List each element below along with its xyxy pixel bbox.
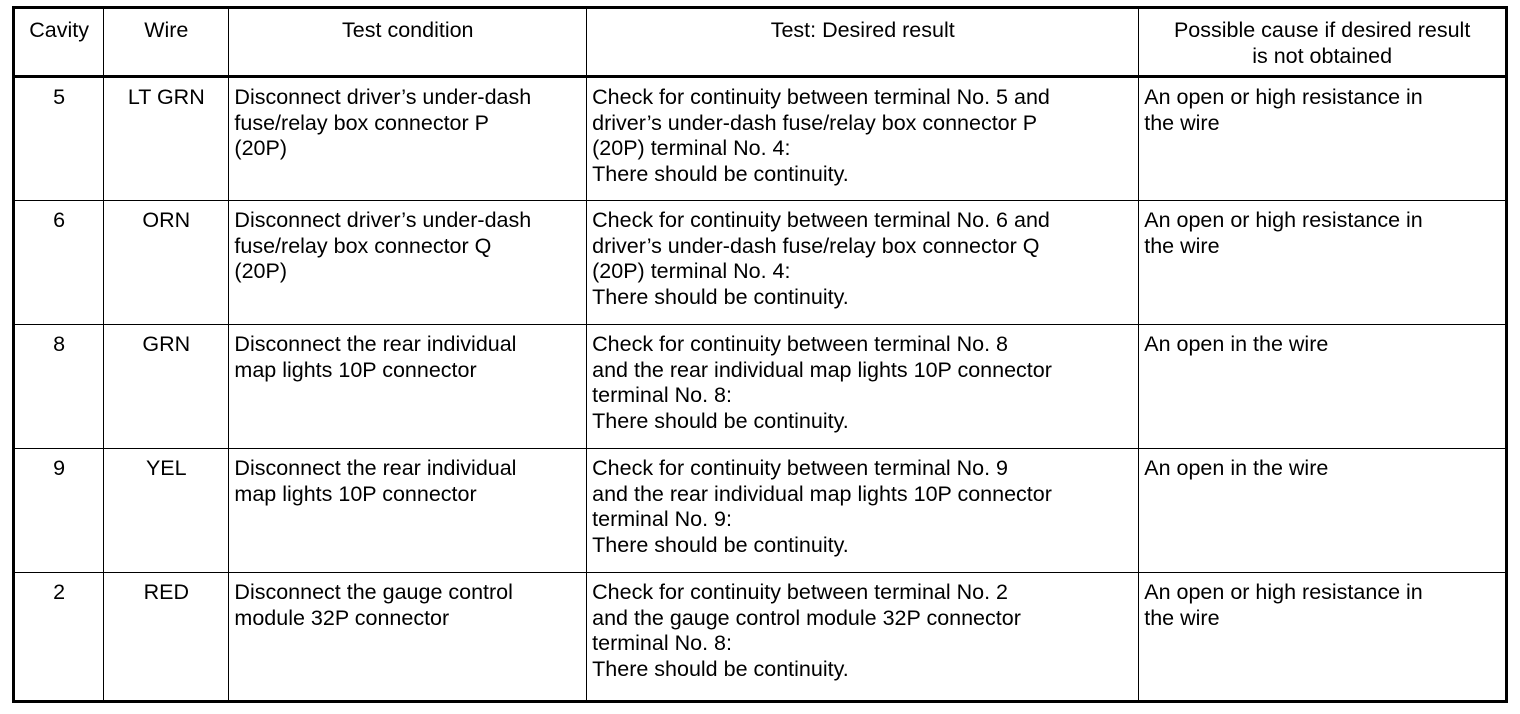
table-row: 9 YEL Disconnect the rear individual map… — [12, 448, 1507, 573]
table-body: 5 LT GRN Disconnect driver’s under-dash … — [12, 76, 1507, 702]
cavity-value: 5 — [53, 85, 66, 109]
possible-cause-text: An open or high resistance in the wire — [1144, 580, 1423, 630]
possible-cause-text: An open or high resistance in the wire — [1144, 85, 1423, 135]
wire-value: LT GRN — [127, 85, 205, 109]
cell-cavity: 5 — [12, 76, 105, 201]
test-condition-text: Disconnect driver’s under-dash fuse/rela… — [234, 85, 532, 160]
column-header-possible-cause-label: Possible cause if desired result is not … — [1173, 18, 1471, 68]
column-header-wire: Wire — [103, 7, 230, 78]
test-condition-text: Disconnect the gauge control module 32P … — [234, 580, 513, 630]
wire-value: GRN — [142, 332, 191, 356]
cavity-value: 6 — [53, 208, 66, 232]
header-row: Cavity Wire Test condition Test: Desired… — [12, 7, 1507, 78]
cell-possible-cause: An open in the wire — [1138, 448, 1507, 573]
cell-wire: ORN — [103, 200, 230, 325]
cell-test-desired-result: Check for continuity between terminal No… — [586, 200, 1140, 325]
cell-cavity: 6 — [12, 200, 105, 325]
wire-value: ORN — [142, 208, 191, 232]
cell-wire: LT GRN — [103, 76, 230, 201]
cell-possible-cause: An open or high resistance in the wire — [1138, 572, 1507, 702]
cell-possible-cause: An open or high resistance in the wire — [1138, 200, 1507, 325]
column-header-test-desired-result: Test: Desired result — [586, 7, 1140, 78]
cell-wire: GRN — [103, 324, 230, 449]
column-header-cavity-label: Cavity — [29, 18, 89, 42]
cell-possible-cause: An open in the wire — [1138, 324, 1507, 449]
cell-possible-cause: An open or high resistance in the wire — [1138, 76, 1507, 201]
cell-test-condition: Disconnect the rear individual map light… — [228, 324, 588, 449]
cell-wire: RED — [103, 572, 230, 702]
cell-test-condition: Disconnect the gauge control module 32P … — [228, 572, 588, 702]
cell-cavity: 8 — [12, 324, 105, 449]
cell-test-desired-result: Check for continuity between terminal No… — [586, 572, 1140, 702]
test-desired-result-text: Check for continuity between terminal No… — [592, 332, 1052, 433]
test-condition-text: Disconnect the rear individual map light… — [234, 456, 517, 506]
cavity-value: 9 — [53, 456, 66, 480]
table-header: Cavity Wire Test condition Test: Desired… — [12, 7, 1507, 78]
cell-cavity: 2 — [12, 572, 105, 702]
table-row: 6 ORN Disconnect driver’s under-dash fus… — [12, 200, 1507, 325]
possible-cause-text: An open or high resistance in the wire — [1144, 208, 1423, 258]
cell-test-condition: Disconnect driver’s under-dash fuse/rela… — [228, 76, 588, 201]
column-header-test-condition: Test condition — [228, 7, 588, 78]
cell-test-condition: Disconnect driver’s under-dash fuse/rela… — [228, 200, 588, 325]
cell-wire: YEL — [103, 448, 230, 573]
cell-cavity: 9 — [12, 448, 105, 573]
possible-cause-text: An open in the wire — [1144, 456, 1329, 480]
test-condition-text: Disconnect the rear individual map light… — [234, 332, 517, 382]
table-row: 8 GRN Disconnect the rear individual map… — [12, 324, 1507, 449]
wire-value: RED — [143, 580, 189, 604]
test-desired-result-text: Check for continuity between terminal No… — [592, 85, 1050, 186]
possible-cause-text: An open in the wire — [1144, 332, 1329, 356]
column-header-possible-cause: Possible cause if desired result is not … — [1138, 7, 1507, 78]
test-condition-text: Disconnect driver’s under-dash fuse/rela… — [234, 208, 532, 283]
table-row: 5 LT GRN Disconnect driver’s under-dash … — [12, 76, 1507, 201]
column-header-test-desired-result-label: Test: Desired result — [770, 18, 955, 42]
column-header-wire-label: Wire — [144, 18, 189, 42]
column-header-cavity: Cavity — [12, 7, 105, 78]
cavity-value: 8 — [53, 332, 66, 356]
test-desired-result-text: Check for continuity between terminal No… — [592, 580, 1021, 681]
column-header-test-condition-label: Test condition — [342, 18, 474, 42]
test-desired-result-text: Check for continuity between terminal No… — [592, 208, 1050, 309]
cell-test-desired-result: Check for continuity between terminal No… — [586, 324, 1140, 449]
cell-test-desired-result: Check for continuity between terminal No… — [586, 448, 1140, 573]
cavity-value: 2 — [53, 580, 66, 604]
table-row: 2 RED Disconnect the gauge control modul… — [12, 572, 1507, 702]
cell-test-desired-result: Check for continuity between terminal No… — [586, 76, 1140, 201]
test-desired-result-text: Check for continuity between terminal No… — [592, 456, 1052, 557]
troubleshooting-table: Cavity Wire Test condition Test: Desired… — [12, 6, 1508, 703]
wire-value: YEL — [145, 456, 187, 480]
cell-test-condition: Disconnect the rear individual map light… — [228, 448, 588, 573]
